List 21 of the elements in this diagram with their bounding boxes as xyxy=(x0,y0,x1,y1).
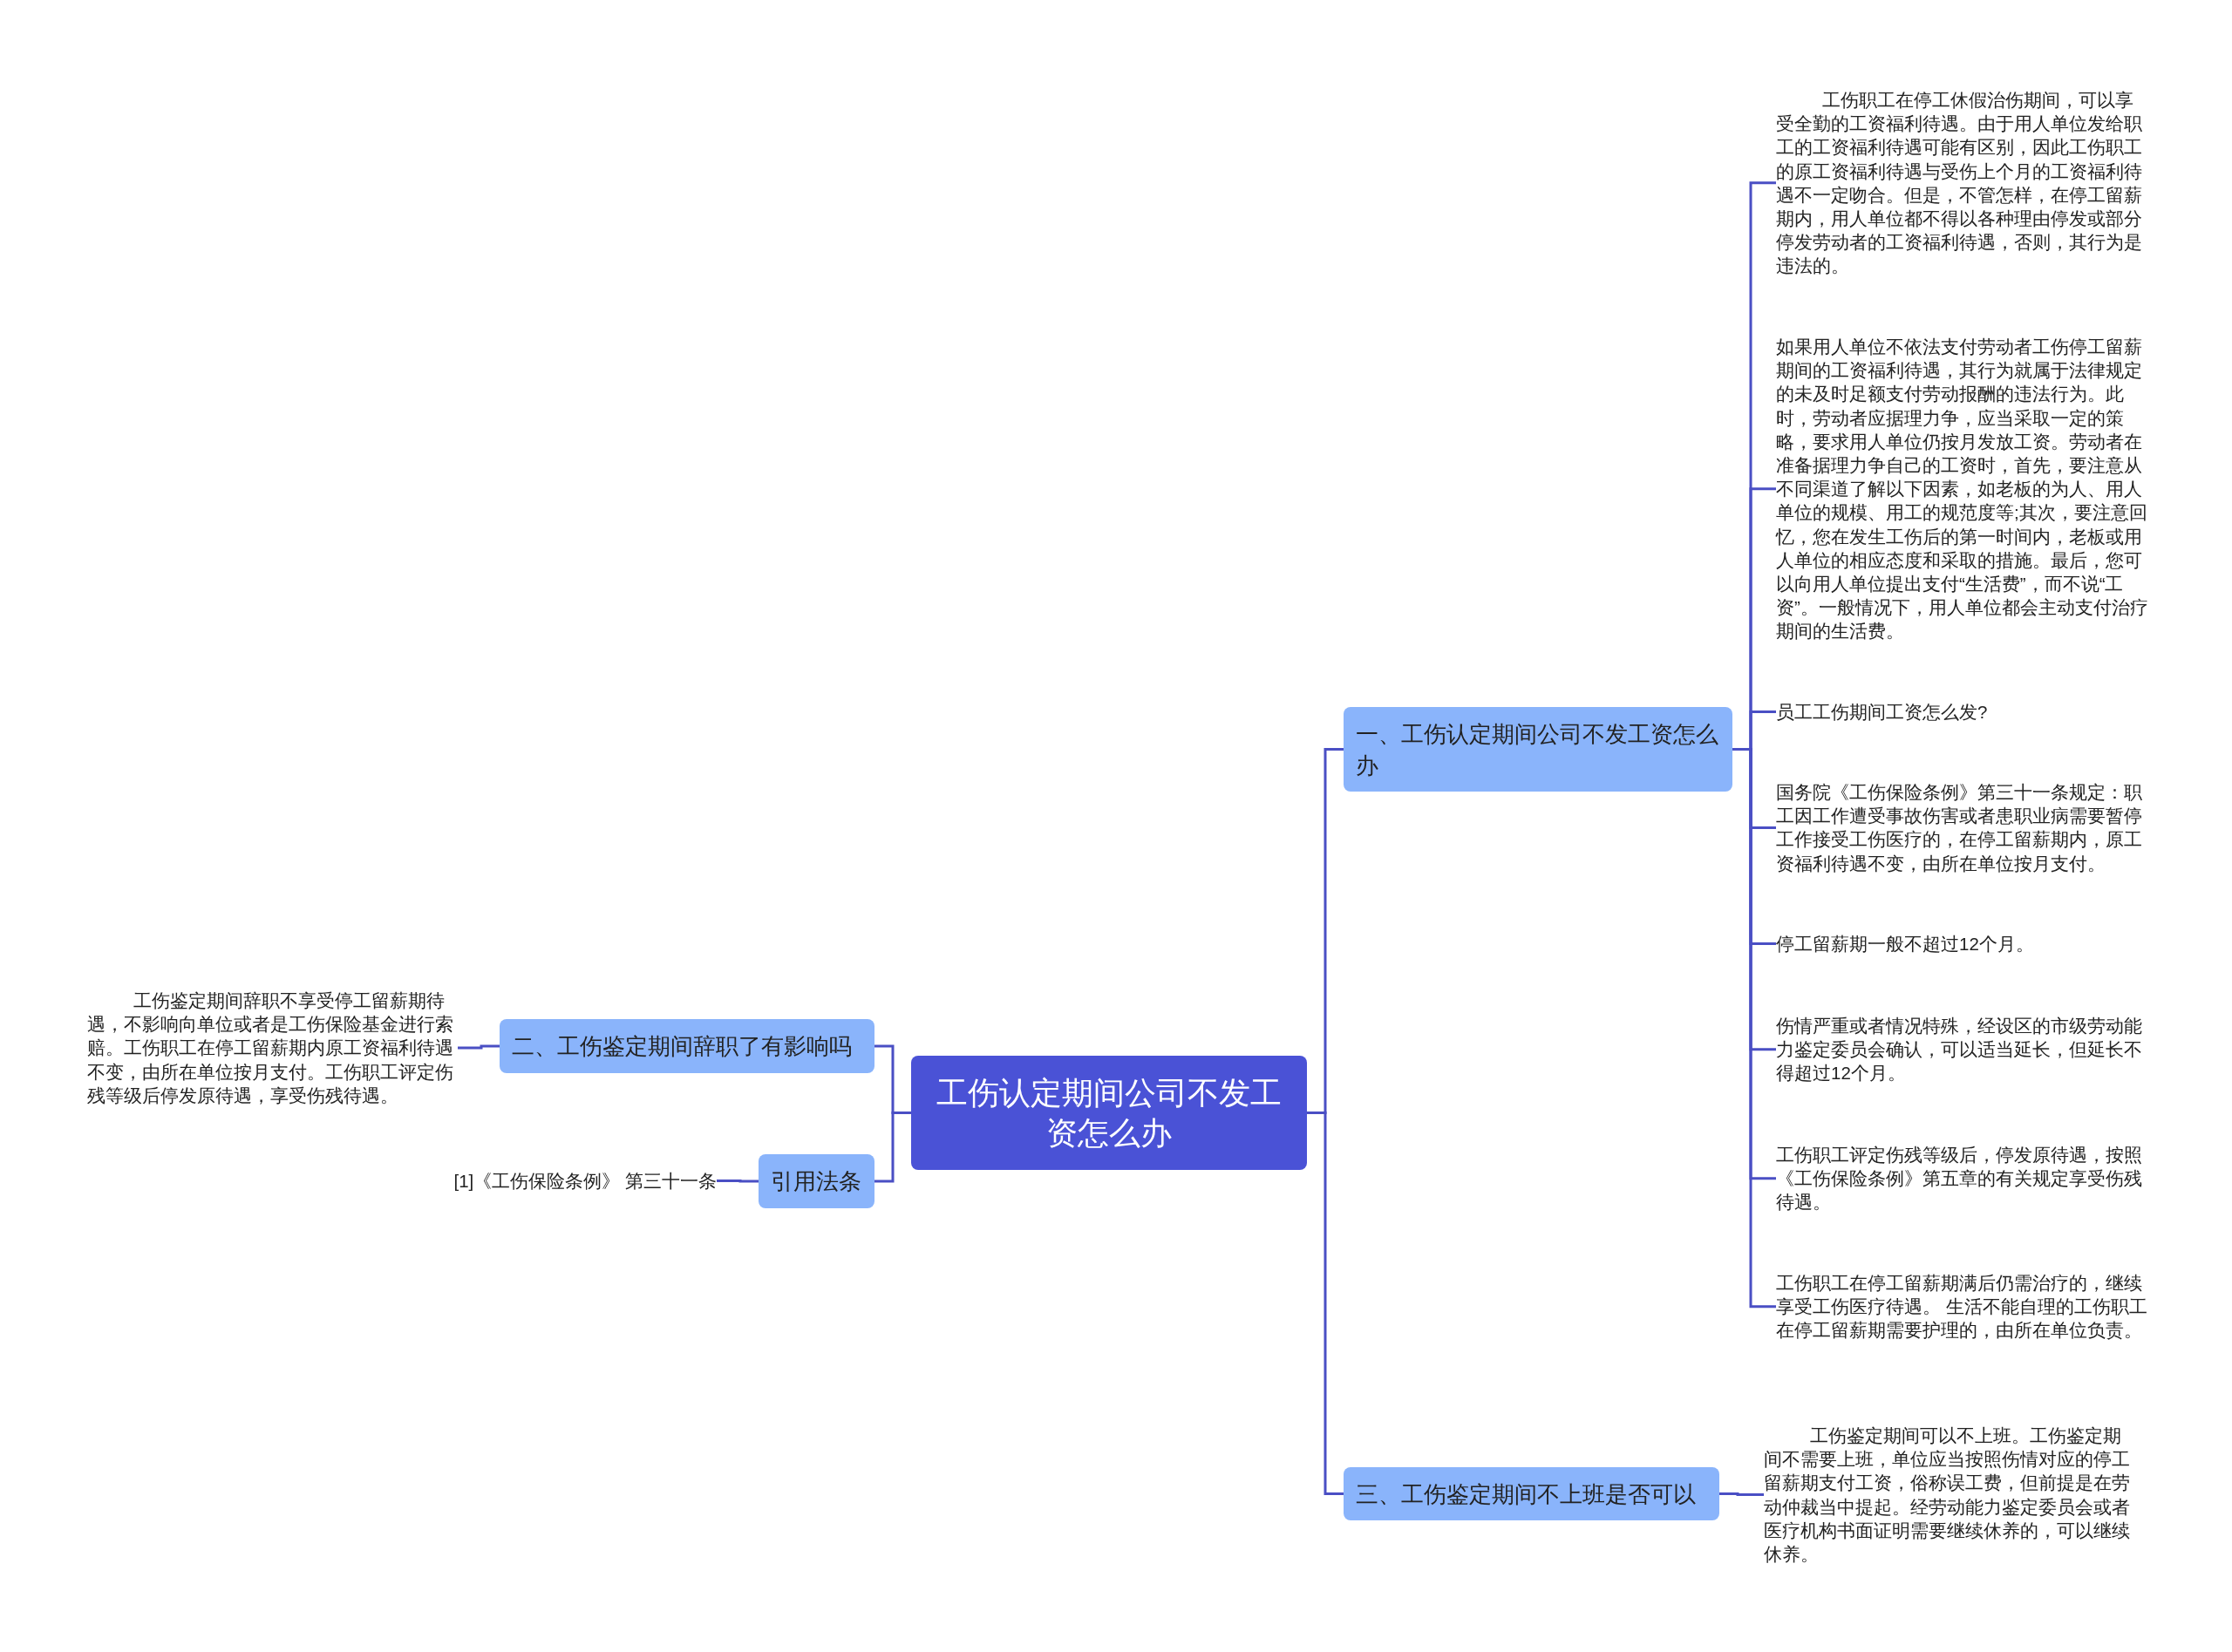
connector-line xyxy=(1719,1492,1764,1497)
note-text: 工伤职工评定伤残等级后，停发原待遇，按照《工伤保险条例》第五章的有关规定享受伤残待遇。 xyxy=(1776,1143,2149,1214)
connector-line xyxy=(1307,1112,1344,1495)
topic-box: 引用法条 xyxy=(759,1154,874,1208)
connector-line xyxy=(717,1180,759,1183)
connector-line xyxy=(458,1044,500,1050)
note-text: 国务院《工伤保险条例》第三十一条规定：职工因工作遭受事故伤害或者患职业病需要暂停工作接受工伤医疗的，在停工留薪期内，原工资福利待遇不变，由所在单位按月支付。 xyxy=(1776,780,2149,875)
connector-line xyxy=(874,1112,911,1183)
note-text: 工伤职工在停工留薪期满后仍需治疗的，继续享受工伤医疗待遇。 生活不能自理的工伤职工在停工留薪期需要护理的，由所在单位负责。 xyxy=(1776,1271,2149,1343)
note-text: 如果用人单位不依法支付劳动者工伤停工留薪期间的工资福利待遇，其行为就属于法律规定的未及时足额支付劳动报酬的违法行为。此时，劳动者应据理力争，应当采取一定的策略，要求用人单位仍按月发放工资。劳动者在准备据理力争自己的工资时，首先，要注意从不同渠道了解以下因素，如老板的为人、用人单位的规模、用工的规范度等;其次，要注意回忆，您在发生工伤后的第一时间内，老板或用人单位的相应态度和采取的措施。最后，您可以向用人单位提出支付“生活费”，而不说“工资”。一般情况下，用人单位都会主动支付治疗期间的生活费。 xyxy=(1776,335,2149,643)
root-topic-box: 工伤认定期间公司不发工资怎么办 xyxy=(911,1056,1307,1170)
topic-box: 三、工伤鉴定期间不上班是否可以 xyxy=(1344,1467,1719,1520)
note-text: [1]《工伤保险条例》 第三十一条 xyxy=(410,1169,717,1193)
note-text: 工伤鉴定期间辞职不享受停工留薪期待遇，不影响向单位或者是工伤保险基金进行索赔。工伤职工在停工留薪期内原工资福利待遇不变，由所在单位按月支付。工伤职工评定伤残等级后停发原待遇，享受伤残待遇。 xyxy=(87,989,458,1107)
note-text: 员工工伤期间工资怎么发? xyxy=(1776,700,2149,724)
note-text: 工伤职工在停工休假治伤期间，可以享受全勤的工资福利待遇。由于用人单位发给职工的工资福利待遇可能有区别，因此工伤职工的原工资福利待遇与受伤上个月的工资福利待遇不一定吻合。但是，不管怎样，在停工留薪期内，用人单位都不得以各种理由停发或部分停发劳动者的工资福利待遇，否则，其行为是违法的。 xyxy=(1776,88,2149,278)
note-text: 伤情严重或者情况特殊，经设区的市级劳动能力鉴定委员会确认，可以适当延长，但延长不得超过12个月。 xyxy=(1776,1014,2149,1085)
note-text: 停工留薪期一般不超过12个月。 xyxy=(1776,932,2149,956)
topic-box: 二、工伤鉴定期间辞职了有影响吗 xyxy=(500,1019,874,1073)
topic-box: 一、工伤认定期间公司不发工资怎么办 xyxy=(1344,707,1732,792)
note-text: 工伤鉴定期间可以不上班。工伤鉴定期间不需要上班，单位应当按照伤情对应的停工留薪期支付工资，俗称误工费，但前提是在劳动仲裁当中提起。经劳动能力鉴定委员会或者医疗机构书面证明需要继续休养的，可以继续休养。 xyxy=(1764,1424,2139,1567)
